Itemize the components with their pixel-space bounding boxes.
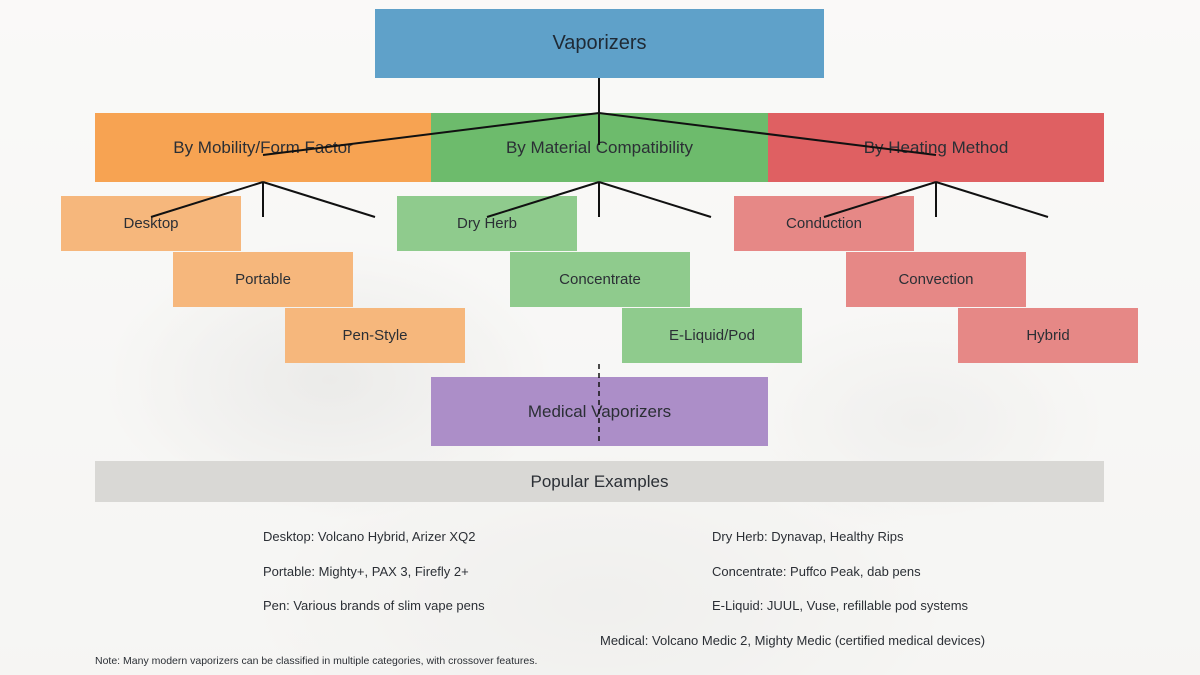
category-material: By Material Compatibility: [431, 113, 768, 182]
leaf-desktop: Desktop: [61, 196, 241, 251]
category-heating-label: By Heating Method: [863, 137, 1009, 157]
example-portable: Portable: Mighty+, PAX 3, Firefly 2+: [263, 564, 469, 579]
example-medical: Medical: Volcano Medic 2, Mighty Medic (…: [600, 633, 986, 648]
leaf-conduction: Conduction: [734, 196, 914, 251]
medical-vaporizers-label: Medical Vaporizers: [527, 401, 672, 421]
medical-vaporizers-node: Medical Vaporizers: [431, 377, 768, 446]
leaf-conduction-label: Conduction: [786, 215, 862, 232]
popular-examples-title: Popular Examples: [530, 471, 669, 491]
example-pen: Pen: Various brands of slim vape pens: [263, 598, 485, 613]
leaf-pen-style-label: Pen-Style: [342, 327, 408, 344]
leaf-e-liquid-pod-label: E-Liquid/Pod: [669, 327, 755, 344]
category-mobility: By Mobility/Form Factor: [95, 113, 431, 182]
leaf-dry-herb-label: Dry Herb: [456, 215, 517, 232]
root-label: Vaporizers: [552, 32, 647, 54]
category-mobility-label: By Mobility/Form Factor: [173, 137, 353, 157]
example-e-liquid: E-Liquid: JUUL, Vuse, refillable pod sys…: [712, 598, 969, 613]
leaf-concentrate-label: Concentrate: [559, 271, 641, 288]
leaf-hybrid: Hybrid: [958, 308, 1138, 363]
leaf-convection-label: Convection: [898, 271, 974, 288]
category-material-label: By Material Compatibility: [505, 137, 694, 157]
example-desktop: Desktop: Volcano Hybrid, Arizer XQ2: [263, 529, 476, 544]
leaf-hybrid-label: Hybrid: [1026, 327, 1070, 344]
leaf-pen-style: Pen-Style: [285, 308, 465, 363]
category-heating: By Heating Method: [768, 113, 1104, 182]
example-concentrate: Concentrate: Puffco Peak, dab pens: [712, 564, 921, 579]
root-node-vaporizers: Vaporizers: [375, 9, 824, 78]
leaf-portable: Portable: [173, 252, 353, 307]
example-dry-herb: Dry Herb: Dynavap, Healthy Rips: [712, 529, 904, 544]
leaf-e-liquid-pod: E-Liquid/Pod: [622, 308, 802, 363]
leaf-convection: Convection: [846, 252, 1026, 307]
leaf-portable-label: Portable: [235, 271, 291, 288]
leaf-desktop-label: Desktop: [123, 215, 179, 232]
leaf-concentrate: Concentrate: [510, 252, 690, 307]
leaf-dry-herb: Dry Herb: [397, 196, 577, 251]
footnote: Note: Many modern vaporizers can be clas…: [95, 655, 538, 667]
popular-examples-header: Popular Examples: [95, 461, 1104, 502]
